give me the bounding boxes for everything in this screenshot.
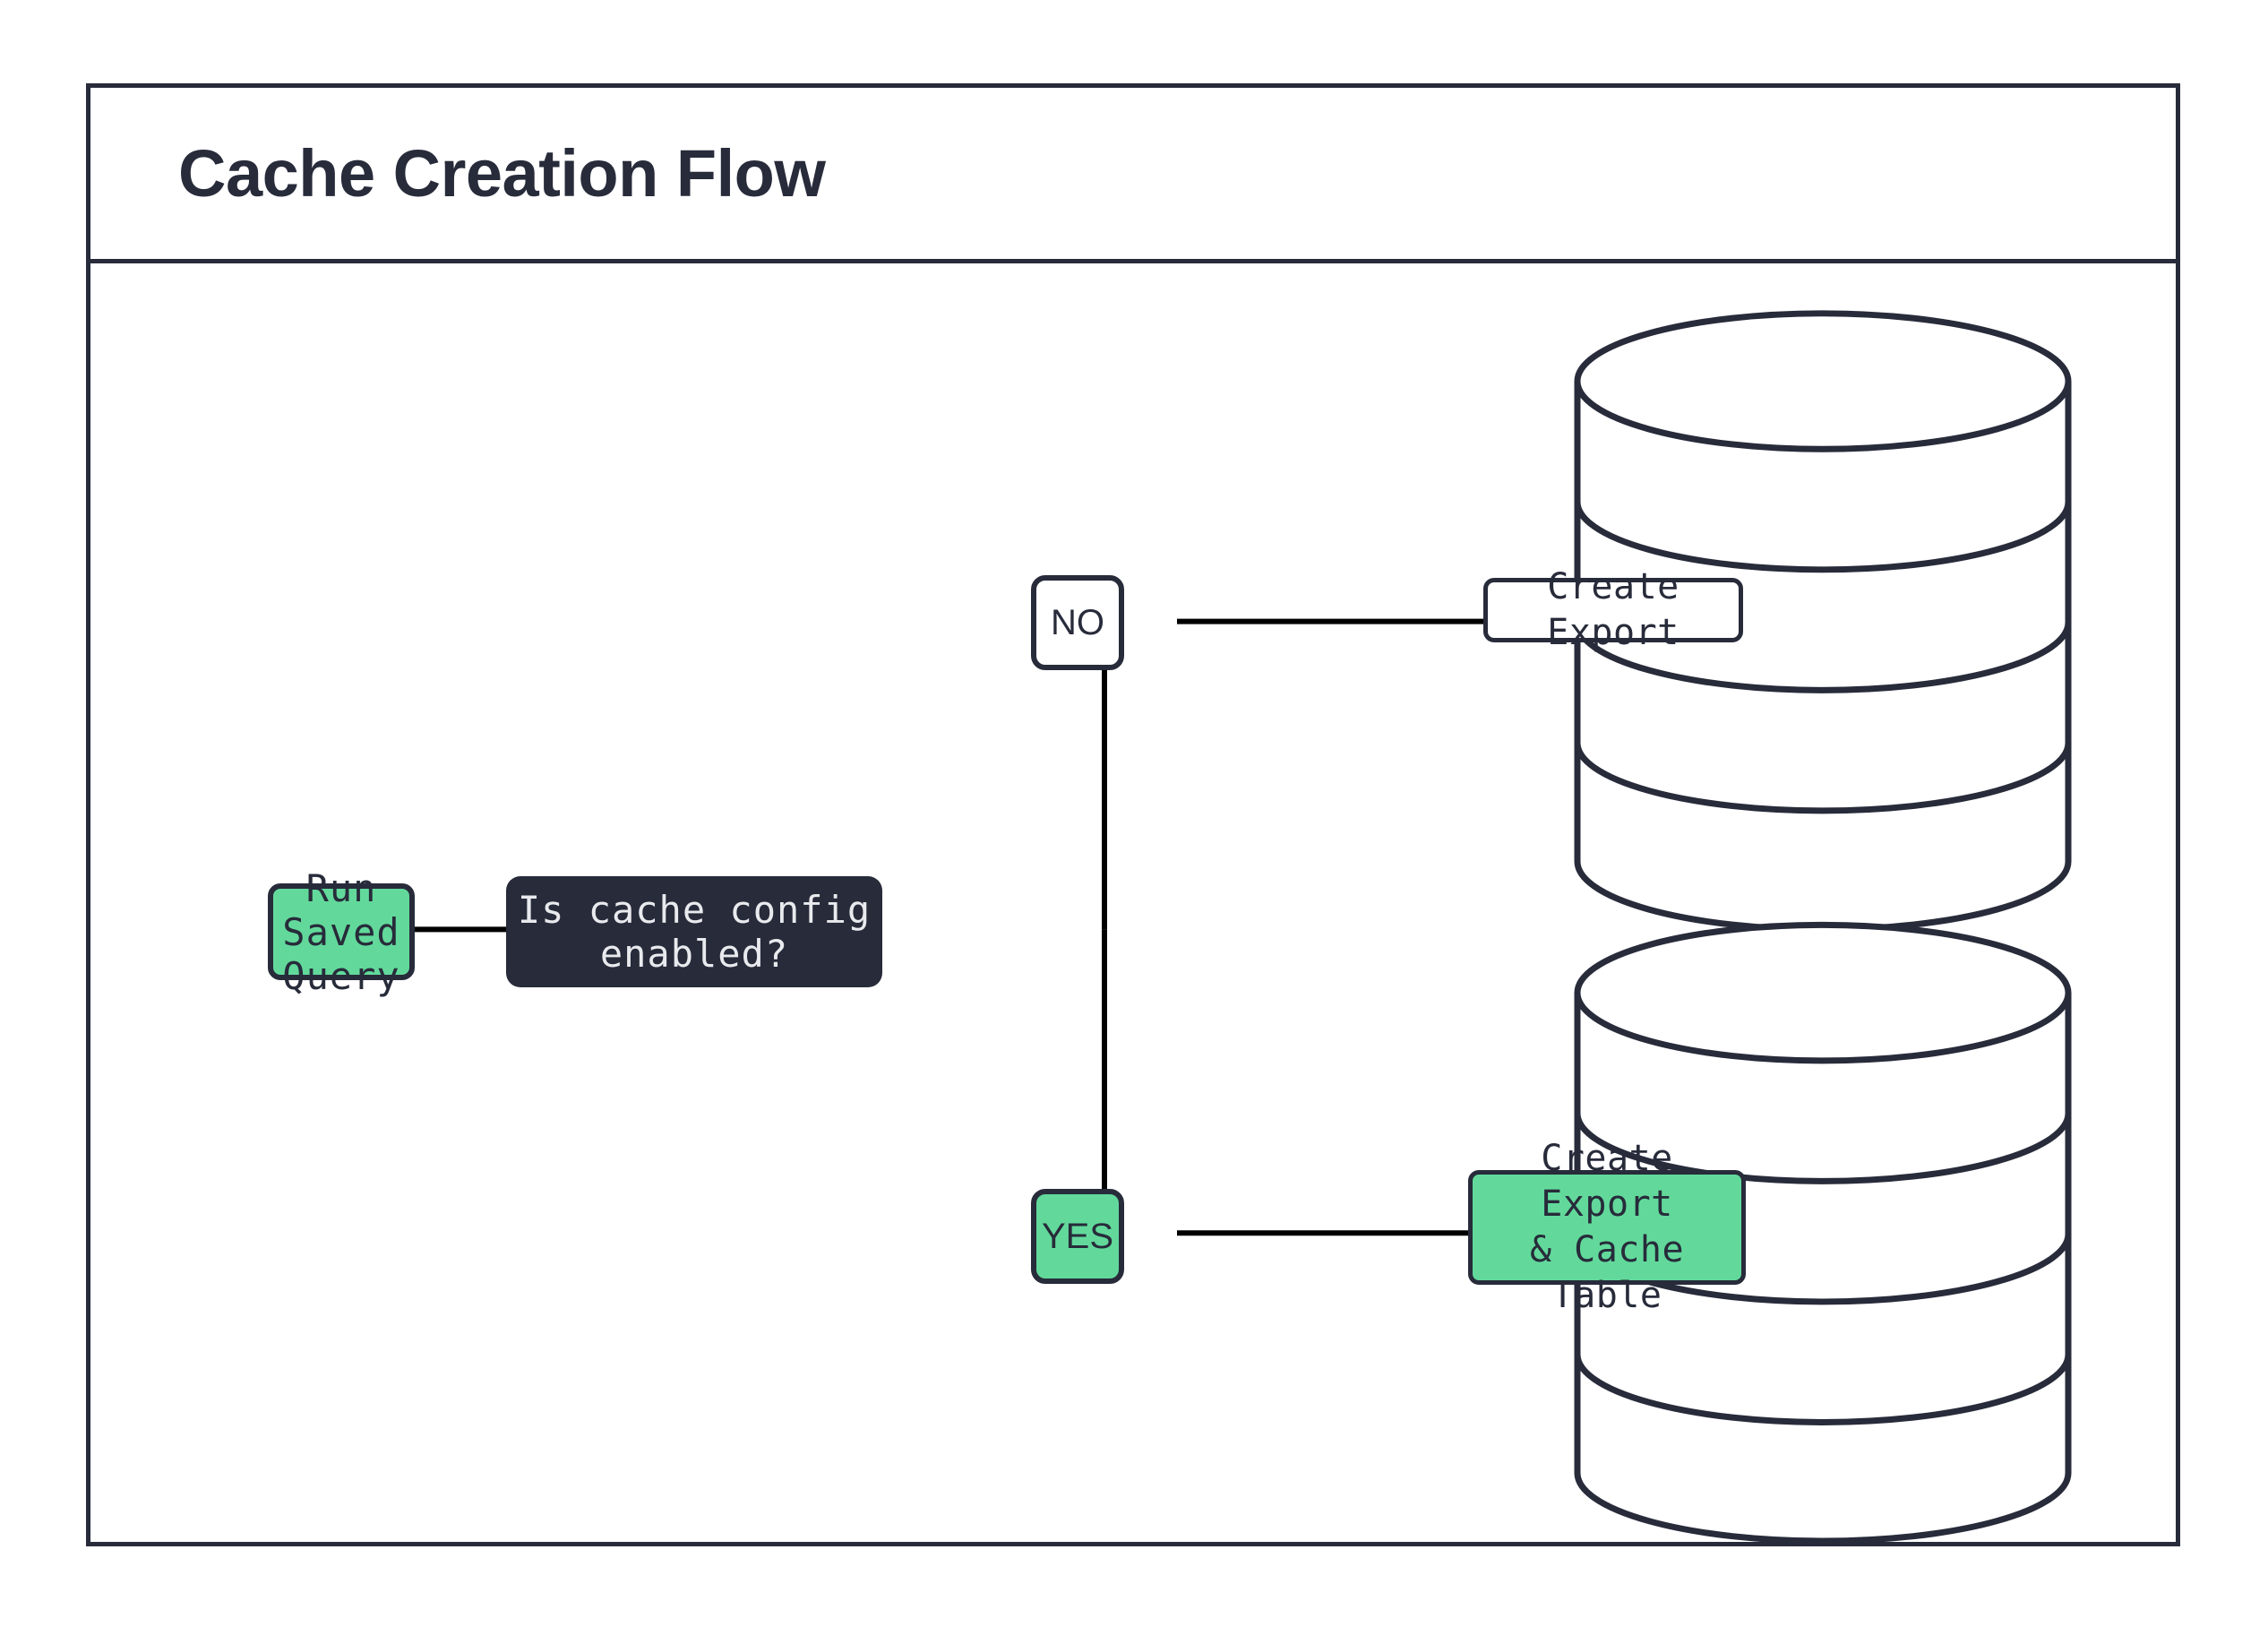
- node-create-export[interactable]: Create Export: [1483, 566, 1743, 653]
- node-branch-no-label: NO: [1051, 602, 1104, 642]
- node-is-cache-config-enabled[interactable]: Is cache config enabled?: [506, 876, 882, 987]
- diagram-title-bar: Cache Creation Flow: [90, 88, 2176, 263]
- node-run-saved-query-label: Run Saved Query: [282, 865, 400, 998]
- node-create-export-and-cache-table-label: Create Export & Cache Table: [1529, 1137, 1685, 1317]
- node-branch-no[interactable]: NO: [1031, 575, 1124, 670]
- node-run-saved-query[interactable]: Run Saved Query: [268, 866, 415, 998]
- connector-layer: [415, 310, 2072, 1545]
- node-create-export-and-cache-table[interactable]: Create Export & Cache Table: [1468, 1138, 1746, 1316]
- page-title: Cache Creation Flow: [178, 135, 826, 211]
- node-branch-yes[interactable]: YES: [1031, 1189, 1124, 1284]
- diagram-frame: Cache Creation Flow: [86, 83, 2180, 1546]
- node-is-cache-config-enabled-label: Is cache config enabled?: [517, 888, 872, 976]
- node-create-export-label: Create Export: [1547, 565, 1680, 653]
- flow-area: Run Saved Query Is cache config enabled?…: [90, 263, 2176, 1545]
- db-export-cylinder: [1574, 310, 2072, 933]
- node-branch-yes-label: YES: [1041, 1216, 1114, 1256]
